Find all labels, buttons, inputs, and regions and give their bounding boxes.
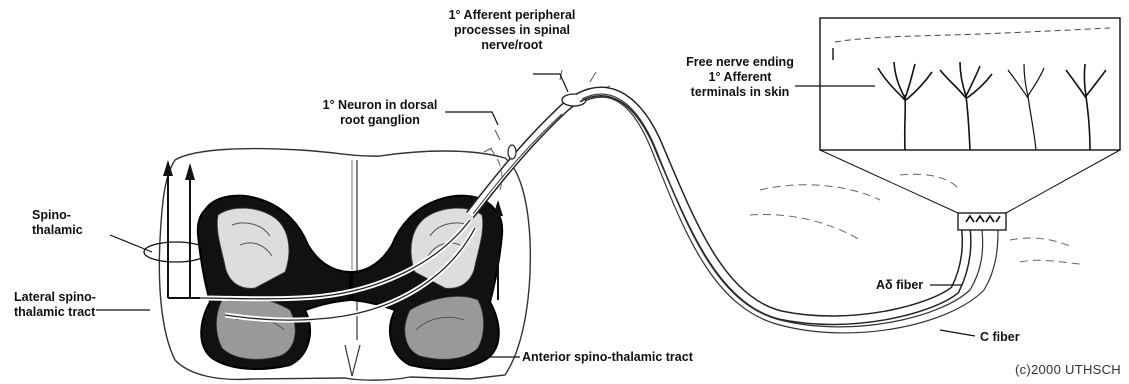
spinothalamic-line-2: thalamic (32, 223, 83, 238)
copyright-text: (c)2000 UTHSCH (1015, 362, 1121, 377)
lateral-tract-label: Lateral spino- thalamic tract (14, 290, 96, 320)
dorsal-root-ganglion-line-1: 1° Neuron in dorsal (300, 98, 460, 113)
free-nerve-ending-line-3: terminals in skin (660, 85, 820, 100)
afferent-peripheral-line-3: nerve/root (432, 38, 592, 53)
receptor-box (958, 213, 1006, 230)
background-sketch-marks (490, 148, 1080, 264)
free-nerve-ending-line-2: 1° Afferent (660, 70, 820, 85)
free-nerve-ending-line-1: Free nerve ending (660, 55, 820, 70)
dorsal-root-ganglion-label: 1° Neuron in dorsal root ganglion (300, 98, 460, 128)
magnification-lines (820, 150, 1120, 213)
spinothalamic-label: Spino- thalamic (32, 208, 83, 238)
free-nerve-ending-label: Free nerve ending 1° Afferent terminals … (660, 55, 820, 100)
lateral-tract-line-1: Lateral spino- (14, 290, 96, 305)
afferent-peripheral-label: 1° Afferent peripheral processes in spin… (432, 8, 592, 53)
dorsal-root-ganglion-line-2: root ganglion (300, 113, 460, 128)
gray-matter-left (198, 196, 350, 369)
anterior-tract-label: Anterior spino-thalamic tract (522, 350, 693, 365)
c-fiber-label: C fiber (980, 330, 1020, 345)
spinothalamic-line-1: Spino- (32, 208, 83, 223)
lateral-tract-line-2: thalamic tract (14, 305, 96, 320)
a-delta-fiber-label: Aδ fiber (876, 278, 923, 293)
afferent-peripheral-line-1: 1° Afferent peripheral (432, 8, 592, 23)
skin-inset (820, 18, 1120, 150)
afferent-peripheral-line-2: processes in spinal (432, 23, 592, 38)
